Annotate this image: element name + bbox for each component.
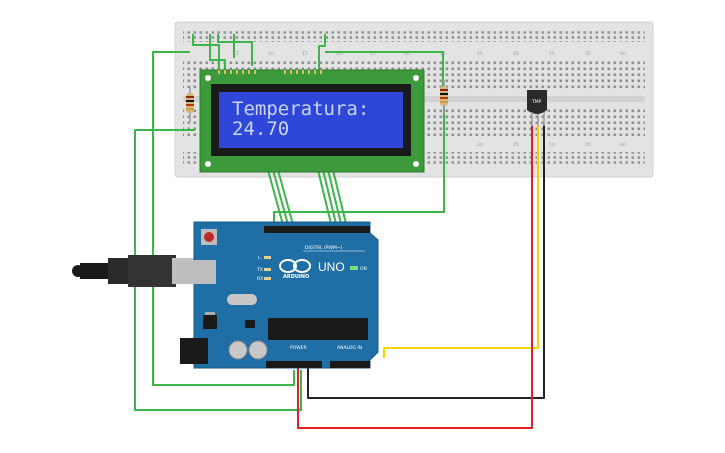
power-header — [266, 361, 322, 368]
red-wire-sensor-power[interactable] — [297, 125, 533, 429]
resistor-right[interactable] — [440, 80, 448, 114]
lcd-line-2: 24.70 — [232, 118, 289, 140]
power-jack — [180, 338, 208, 364]
green-wire-top-6[interactable] — [325, 51, 444, 90]
green-wire-left-inner[interactable] — [152, 51, 295, 386]
black-wire-sensor-ground[interactable] — [307, 125, 545, 399]
power-label: POWER — [290, 345, 307, 351]
l-led-label: L — [258, 255, 261, 261]
svg-text:40: 40 — [477, 51, 483, 57]
svg-text:ARDUINO: ARDUINO — [283, 274, 309, 280]
capacitor-2 — [248, 340, 268, 360]
svg-text:50: 50 — [549, 142, 555, 148]
rx-led — [264, 277, 271, 280]
svg-text:10: 10 — [268, 51, 274, 57]
svg-text:60: 60 — [620, 51, 626, 57]
lcd-module[interactable]: Temperatura: 24.70 — [199, 69, 425, 173]
svg-text:30: 30 — [404, 51, 410, 57]
digital-label: DIGITAL (PWM~) — [305, 245, 343, 251]
svg-text:5: 5 — [236, 51, 239, 57]
usb-jack — [176, 260, 216, 284]
tx-led-label: TX — [256, 267, 263, 273]
on-label: ON — [360, 266, 367, 272]
capacitor-1 — [228, 340, 248, 360]
resistor-left[interactable] — [186, 86, 194, 122]
svg-text:40: 40 — [477, 142, 483, 148]
lcd-header-pins — [218, 70, 322, 74]
column-numbers-bottom: 40 45 50 55 60 — [477, 142, 626, 148]
green-wire-left-outer[interactable] — [134, 129, 302, 411]
svg-text:50: 50 — [549, 51, 555, 57]
svg-text:45: 45 — [513, 51, 519, 57]
power-led — [350, 266, 358, 270]
svg-text:60: 60 — [620, 142, 626, 148]
lcd-screen — [219, 92, 403, 148]
svg-text:15: 15 — [302, 51, 308, 57]
arduino-uno-board[interactable]: DIGITAL (PWM~) L TX RX ARDUINO UNO ON — [176, 221, 379, 369]
svg-text:45: 45 — [513, 142, 519, 148]
tx-led — [264, 268, 271, 271]
svg-text:55: 55 — [585, 51, 591, 57]
svg-text:20: 20 — [336, 51, 342, 57]
analog-label: ANALOG IN — [337, 345, 362, 351]
temperature-sensor[interactable]: TMP — [527, 90, 547, 126]
green-wire-top-2[interactable] — [209, 34, 226, 70]
green-wire-top-1[interactable] — [192, 34, 220, 70]
wires — [134, 34, 545, 429]
yellow-wire-sensor-signal[interactable] — [383, 125, 539, 358]
green-wire-top-5[interactable] — [318, 34, 326, 70]
arduino-logo: ARDUINO — [279, 259, 311, 280]
sensor-label: TMP — [531, 99, 542, 105]
svg-text:25: 25 — [370, 51, 376, 57]
icsp-header — [245, 320, 255, 328]
atmega-chip — [268, 318, 368, 340]
rx-led-label: RX — [257, 276, 263, 282]
digital-header — [264, 226, 370, 233]
green-wire-top-4[interactable] — [217, 34, 253, 66]
svg-text:55: 55 — [585, 142, 591, 148]
crystal-oscillator — [227, 294, 257, 305]
lcd-line-1: Temperatura: — [232, 98, 369, 120]
voltage-regulator — [203, 315, 217, 329]
top-power-rail — [183, 30, 645, 42]
l-led — [264, 256, 271, 259]
analog-header — [330, 361, 370, 368]
model-label: UNO — [318, 260, 345, 274]
